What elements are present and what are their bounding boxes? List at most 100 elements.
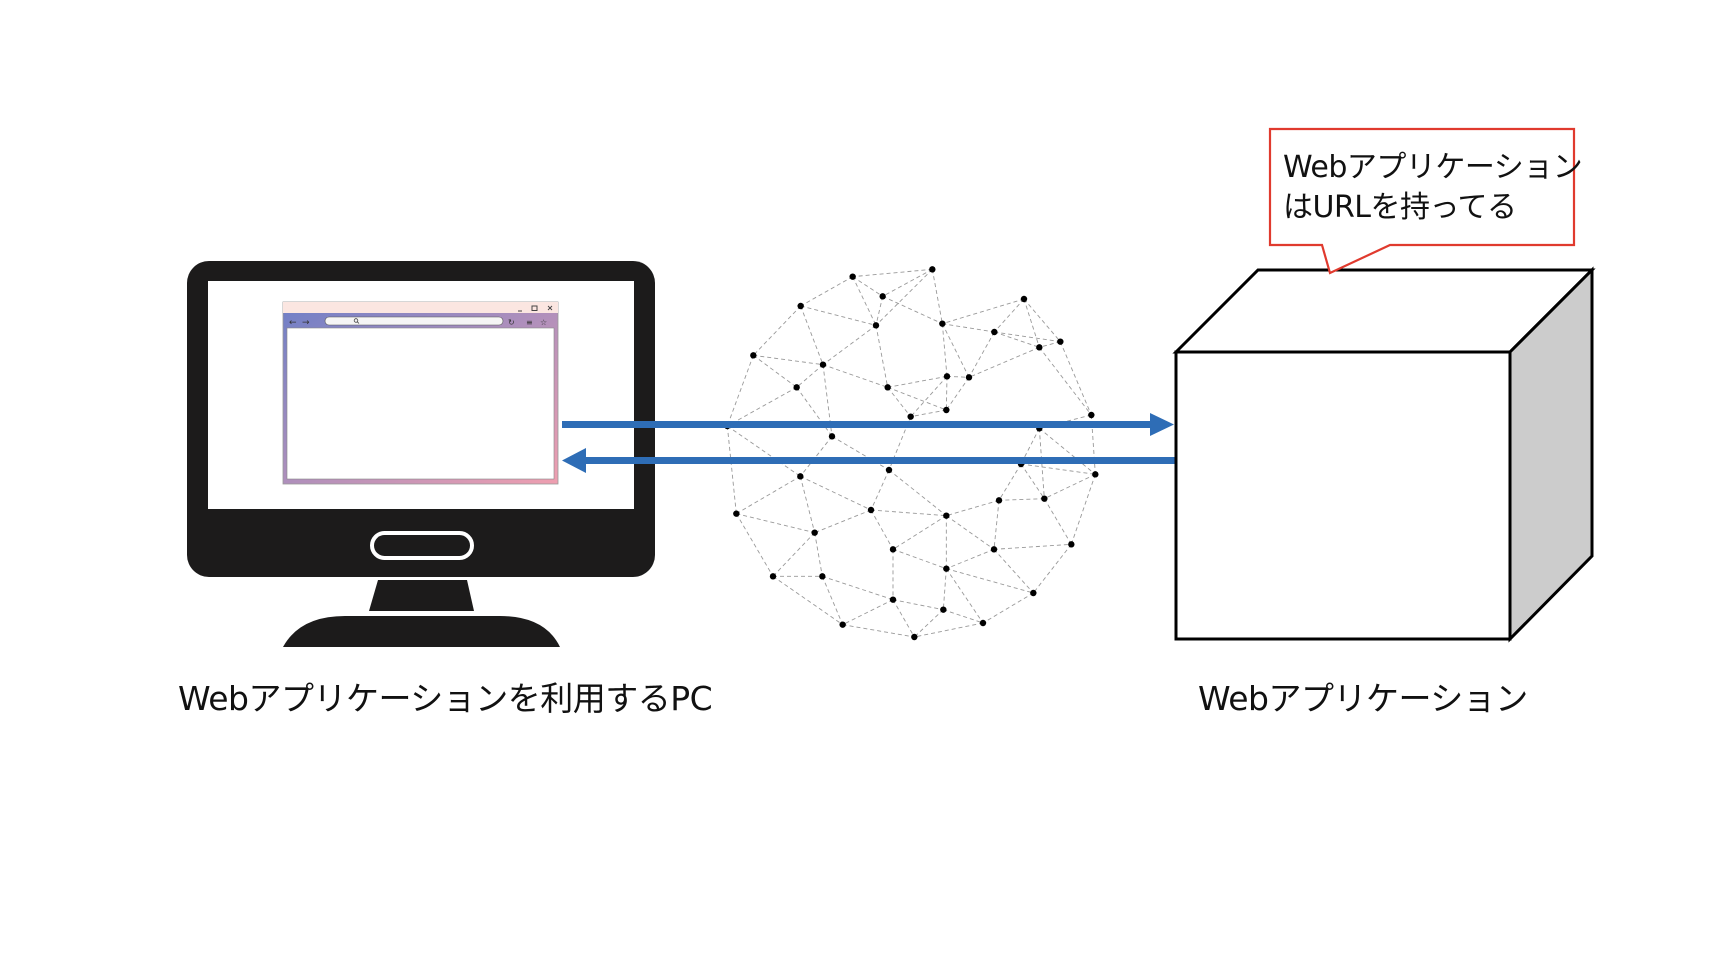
- network-edge: [800, 475, 872, 511]
- network-edge: [1023, 298, 1040, 348]
- network-node: [1036, 344, 1043, 351]
- network-edge: [772, 532, 815, 577]
- network-edge: [914, 622, 984, 638]
- forward-arrow-icon: →: [302, 318, 310, 328]
- network-edge: [1023, 298, 1061, 342]
- network-edge: [1038, 347, 1092, 416]
- network-edge: [821, 576, 844, 625]
- network-edge: [726, 355, 754, 427]
- network-edge: [1059, 341, 1092, 416]
- internet-network-icon: [724, 266, 1099, 641]
- network-edge: [994, 331, 1061, 343]
- callout-line-2: はURLを持ってる: [1283, 190, 1517, 225]
- network-edge: [910, 409, 947, 418]
- network-edge: [982, 592, 1034, 624]
- network-edge: [842, 599, 894, 626]
- browser-window: ← → ↻ ≡ ☆: [282, 301, 559, 485]
- network-edge: [800, 305, 877, 326]
- monitor-button: [370, 531, 474, 560]
- network-edge: [753, 354, 797, 388]
- network-edge: [727, 386, 797, 427]
- network-node: [940, 606, 947, 613]
- network-node: [750, 352, 757, 359]
- network-edge: [882, 295, 943, 325]
- network-edge: [1039, 341, 1061, 348]
- network-edge: [822, 364, 833, 437]
- network-node: [939, 320, 946, 327]
- network-edge: [822, 324, 877, 366]
- network-node: [867, 506, 875, 514]
- network-edge: [941, 323, 948, 377]
- network-node: [793, 384, 800, 391]
- network-edge: [1032, 544, 1072, 594]
- network-edge: [998, 498, 1045, 501]
- network-edge: [910, 376, 948, 417]
- network-node: [965, 374, 973, 381]
- network-node: [911, 633, 918, 641]
- network-edge: [822, 364, 888, 388]
- network-edge: [1020, 463, 1096, 475]
- search-icon: [353, 318, 360, 324]
- network-node: [943, 373, 951, 380]
- network-node: [889, 596, 897, 603]
- network-edge: [993, 543, 1072, 550]
- network-edge: [887, 386, 947, 411]
- network-edge: [814, 532, 823, 577]
- network-node: [797, 302, 804, 310]
- network-node: [819, 573, 826, 580]
- network-edge: [892, 599, 944, 611]
- network-edge: [870, 469, 890, 511]
- network-edge: [796, 387, 833, 437]
- network-edge: [914, 609, 944, 638]
- network-edge: [822, 575, 894, 601]
- reload-icon: ↻: [508, 318, 515, 327]
- back-arrow-icon: ←: [289, 318, 297, 328]
- network-node: [979, 619, 987, 627]
- network-edge: [946, 515, 995, 550]
- network-edge: [772, 575, 843, 626]
- network-edge: [993, 500, 1000, 550]
- network-node: [1088, 411, 1095, 419]
- network-node: [733, 510, 740, 517]
- menu-icon: ≡: [526, 318, 533, 327]
- browser-content: [286, 327, 555, 480]
- network-node: [1068, 541, 1075, 548]
- network-edge: [814, 509, 872, 534]
- network-edge: [1070, 474, 1096, 545]
- network-node: [879, 293, 886, 300]
- network-edge: [945, 376, 948, 411]
- network-node: [797, 473, 804, 480]
- monitor-stand: [283, 616, 560, 647]
- request-arrow: [562, 413, 1174, 436]
- network-node: [995, 497, 1003, 504]
- network-edge: [994, 331, 1040, 348]
- network-edge: [892, 515, 947, 550]
- network-edge: [852, 276, 877, 326]
- response-arrow: [562, 448, 1176, 473]
- network-node: [889, 546, 897, 553]
- network-edge: [946, 499, 1000, 517]
- network-node: [1041, 495, 1048, 502]
- pc-monitor-icon: ← → ↻ ≡ ☆: [187, 261, 655, 647]
- network-edge: [945, 377, 970, 411]
- network-edge: [1039, 427, 1096, 475]
- network-edge: [942, 568, 947, 610]
- network-edge: [998, 463, 1022, 501]
- network-edge: [852, 268, 933, 278]
- network-edge: [993, 298, 1025, 333]
- pc-label: Webアプリケーションを利用するPC: [178, 679, 713, 718]
- network-edge: [968, 331, 995, 378]
- callout-bubble: [1268, 127, 1576, 275]
- network-node: [907, 413, 914, 420]
- network-node: [872, 322, 880, 329]
- network-node: [828, 433, 836, 440]
- network-edge: [887, 375, 948, 388]
- network-edge: [736, 513, 815, 534]
- network-node: [769, 573, 777, 580]
- network-edge: [892, 599, 915, 638]
- network-edge: [875, 325, 889, 388]
- network-edge: [800, 305, 824, 365]
- network-edge: [993, 549, 1034, 594]
- network-edge: [887, 387, 912, 417]
- monitor-neck: [369, 580, 474, 611]
